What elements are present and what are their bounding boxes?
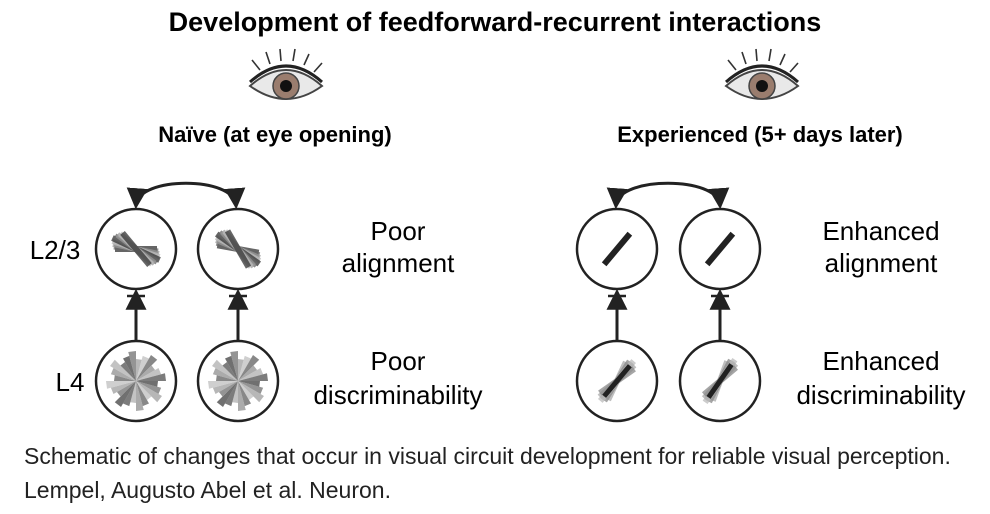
feedforward-arrow [125, 288, 147, 340]
layer-label-l4: L4 [56, 367, 85, 397]
status-l23-experienced-line2: alignment [825, 248, 939, 278]
eye-icon [724, 48, 800, 100]
diagram-title: Development of feedforward-recurrent int… [169, 7, 822, 37]
neuron-l23-naive [94, 207, 178, 291]
neuron-l4-experienced [678, 339, 762, 423]
status-l4-naive-line2: discriminability [313, 380, 482, 410]
eye-icon [248, 48, 324, 100]
feedforward-arrow [606, 288, 628, 340]
status-l4-naive-line1: Poor [371, 346, 426, 376]
status-l23-naive-line2: alignment [342, 248, 456, 278]
recurrent-arrow [606, 181, 730, 210]
feedforward-arrow [709, 288, 731, 340]
figure-caption: Schematic of changes that occur in visua… [24, 443, 951, 503]
neuron-l23-experienced [678, 207, 762, 291]
status-l4-experienced-line1: Enhanced [822, 346, 939, 376]
recurrent-arrow [126, 181, 246, 210]
status-l23-experienced-line1: Enhanced [822, 216, 939, 246]
neuron-l4-naive [94, 339, 178, 423]
panel-heading-experienced: Experienced (5+ days later) [617, 122, 903, 147]
feedforward-arrow [227, 288, 249, 340]
layer-label-l23: L2/3 [30, 235, 81, 265]
status-l4-experienced-line2: discriminability [796, 380, 965, 410]
neuron-l23-experienced [575, 207, 659, 291]
panel-heading-naive: Naïve (at eye opening) [158, 122, 392, 147]
neuron-l23-naive [196, 207, 280, 291]
neuron-l4-naive [196, 339, 280, 423]
status-l23-naive-line1: Poor [371, 216, 426, 246]
neuron-l4-experienced [575, 339, 659, 423]
